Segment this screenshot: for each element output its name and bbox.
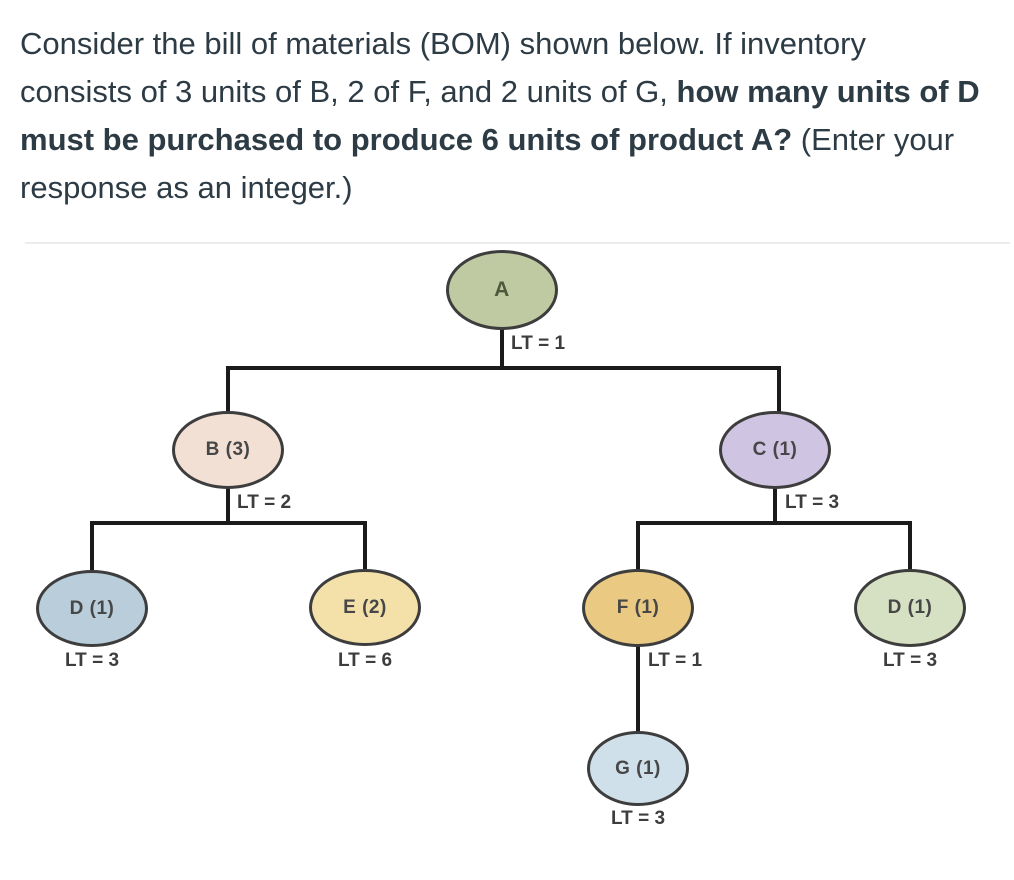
connector-level1-horizontal <box>226 366 781 370</box>
leadtime-label-C: LT = 3 <box>785 492 840 513</box>
connector-C-children-horizontal <box>636 521 912 525</box>
node-A: A <box>446 250 558 330</box>
connector-C-stem <box>773 486 777 525</box>
node-E: E (2) <box>309 569 421 646</box>
connector-B-children-horizontal <box>90 521 367 525</box>
node-B: B (3) <box>172 411 284 489</box>
leadtime-label-B: LT = 2 <box>237 492 292 513</box>
question-text: Consider the bill of materials (BOM) sho… <box>20 20 1012 212</box>
leadtime-label-G: LT = 3 <box>610 808 666 829</box>
leadtime-label-E: LT = 6 <box>337 650 393 671</box>
connector-F-drop <box>636 521 640 573</box>
connector-C-drop <box>777 366 781 415</box>
question-text-segment: (Enter your <box>792 122 955 157</box>
node-C: C (1) <box>719 411 831 489</box>
node-A-label: A <box>494 278 510 301</box>
node-D1-label: D (1) <box>69 597 115 619</box>
leadtime-label-F: LT = 1 <box>648 650 703 671</box>
node-C-label: C (1) <box>752 439 798 460</box>
question-text-segment: response as an integer.) <box>20 170 353 205</box>
connector-A-stem <box>500 327 504 368</box>
node-G: G (1) <box>587 731 689 806</box>
question-text-segment: Consider the bill of materials (BOM) sho… <box>20 26 866 61</box>
connector-D1-drop <box>90 521 94 574</box>
question-line-1: Consider the bill of materials (BOM) sho… <box>20 20 1012 68</box>
connector-B-stem <box>226 486 230 525</box>
question-text-segment-bold: must be purchased to produce 6 units of … <box>20 122 793 157</box>
question-text-segment-bold: how many units of D <box>676 74 980 109</box>
question-text-segment: consists of 3 units of B, 2 of F, and 2 … <box>20 74 677 109</box>
node-G-label: G (1) <box>615 757 661 779</box>
node-F: F (1) <box>582 569 694 647</box>
question-line-4: response as an integer.) <box>20 164 1012 212</box>
leadtime-label-A: LT = 1 <box>511 333 566 354</box>
bom-tree-diagram: A B (3) C (1) D (1) E (2) F (1) D (1) G … <box>0 238 1014 880</box>
leadtime-label-D2: LT = 3 <box>882 650 938 671</box>
leadtime-label-D1: LT = 3 <box>64 650 120 671</box>
connector-E-drop <box>363 521 367 573</box>
diagram-image-top-edge <box>25 242 1010 244</box>
node-F-label: F (1) <box>616 597 660 618</box>
question-line-2: consists of 3 units of B, 2 of F, and 2 … <box>20 68 1012 116</box>
node-D2-label: D (1) <box>887 597 933 618</box>
connector-F-G-stem <box>636 644 640 735</box>
node-E-label: E (2) <box>343 596 387 618</box>
node-D2: D (1) <box>854 569 966 647</box>
connector-B-drop <box>226 366 230 415</box>
question-line-3: must be purchased to produce 6 units of … <box>20 116 1012 164</box>
node-D1: D (1) <box>36 570 148 647</box>
node-B-label: B (3) <box>205 439 251 460</box>
connector-D2-drop <box>908 521 912 573</box>
